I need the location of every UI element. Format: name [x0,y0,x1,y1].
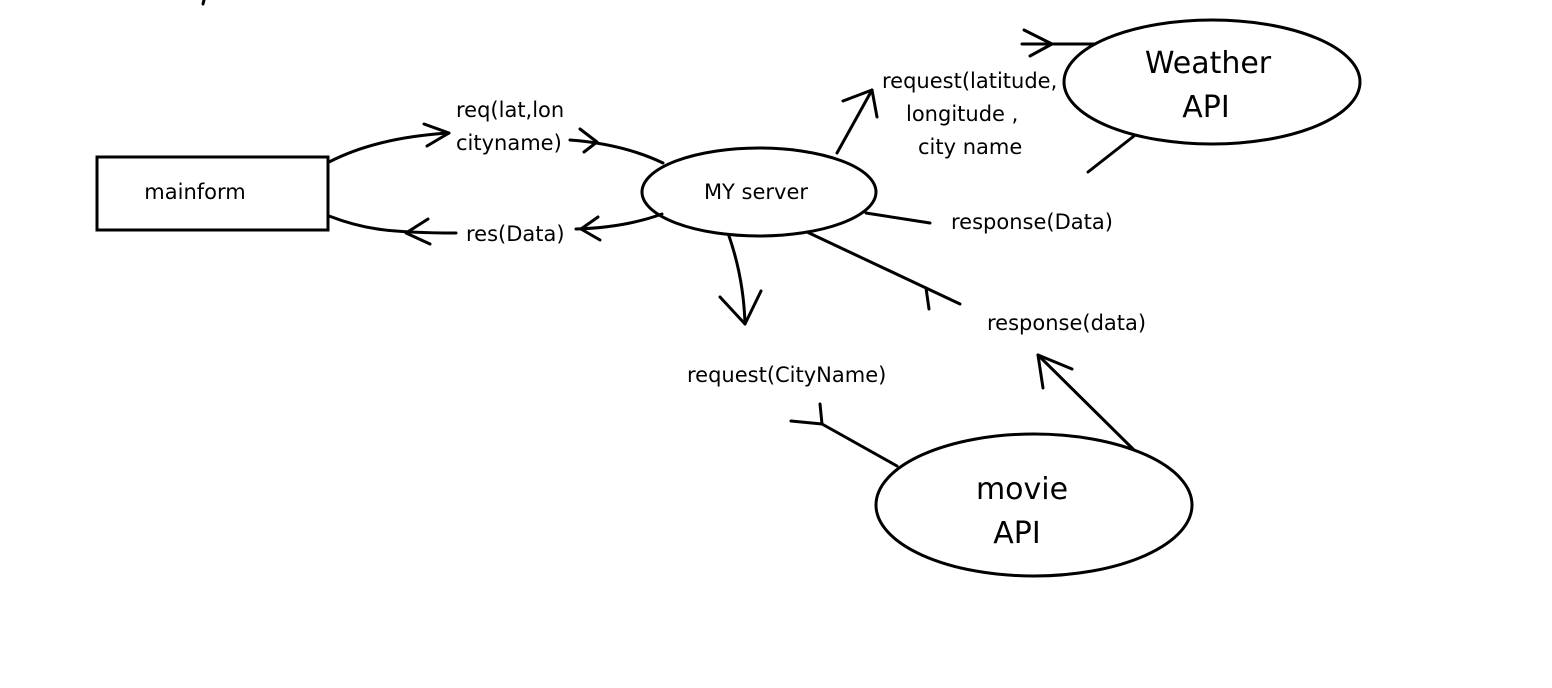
edge-movie-request-line-2 [789,419,899,468]
edge-movie-request-label: request(CityName) [687,363,886,387]
edge-req-line-segment-2 [568,138,665,165]
edge-res-server-to-mainform: res(Data) [327,212,664,246]
edge-movie-request-arrowhead-1 [718,289,763,326]
edge-req-line-segment-1 [327,131,451,164]
stray-pen-mark [201,0,206,6]
edge-res-label: res(Data) [466,222,565,246]
edge-res-line-segment-2 [574,212,664,231]
edge-movie-response-label: response(data) [987,311,1146,335]
mainform-box [95,155,330,232]
weather-api-ellipse [1062,18,1362,146]
edge-movie-request-arrowhead-2 [818,402,824,426]
edge-response-weather-to-server: response(Data) [864,134,1136,234]
edge-res-arrowhead-2 [579,215,602,242]
edge-response-movie-to-server: response(data) [805,230,1146,452]
edge-movie-response-arrowhead-2 [924,286,962,311]
server-ellipse [640,146,878,238]
mainform-node: mainform [95,155,330,232]
edge-req-arrowhead-1 [422,122,451,148]
weather-api-node: Weather API [1062,18,1362,146]
movie-api-label-line1: movie [976,472,1068,507]
movie-api-label-line2: API [993,516,1040,551]
edge-req-arrowhead-2 [578,127,599,154]
edge-weather-response-line-2 [864,211,932,225]
movie-api-ellipse [874,432,1194,578]
edge-weather-request-label-line2: longitude , [906,102,1018,126]
edge-movie-response-line-2 [805,230,928,290]
weather-api-label-line2: API [1182,90,1229,125]
edge-movie-response-line-1 [1036,353,1136,452]
edge-request-server-to-weather: request(latitude, longitude , city name [835,28,1097,159]
server-node: MY server [640,146,878,238]
weather-api-label-line1: Weather [1145,46,1272,81]
edge-req-mainform-to-server: req(lat,lon cityname) [327,98,665,165]
movie-api-node: movie API [874,432,1194,578]
edge-weather-request-arrowhead-2 [1022,28,1054,58]
edge-weather-request-label-line3: city name [918,135,1022,159]
edge-res-line-segment-1 [327,214,458,235]
edge-weather-request-line-1 [835,88,874,155]
edge-weather-response-label: response(Data) [951,210,1113,234]
edge-movie-request-line-1 [727,234,747,326]
edge-weather-request-arrowhead-1 [841,88,879,119]
edge-weather-request-label-line1: request(latitude, [882,69,1057,93]
server-label: MY server [704,180,808,204]
edge-req-label-line1: req(lat,lon [456,98,564,122]
edge-weather-response-line-1 [1086,134,1136,174]
edge-req-label-line2: cityname) [456,131,562,155]
edge-request-server-to-movie: request(CityName) [687,234,899,468]
mainform-label: mainform [144,180,245,204]
edge-movie-response-arrowhead-1 [1036,353,1074,390]
edge-res-arrowhead-1 [404,217,432,246]
